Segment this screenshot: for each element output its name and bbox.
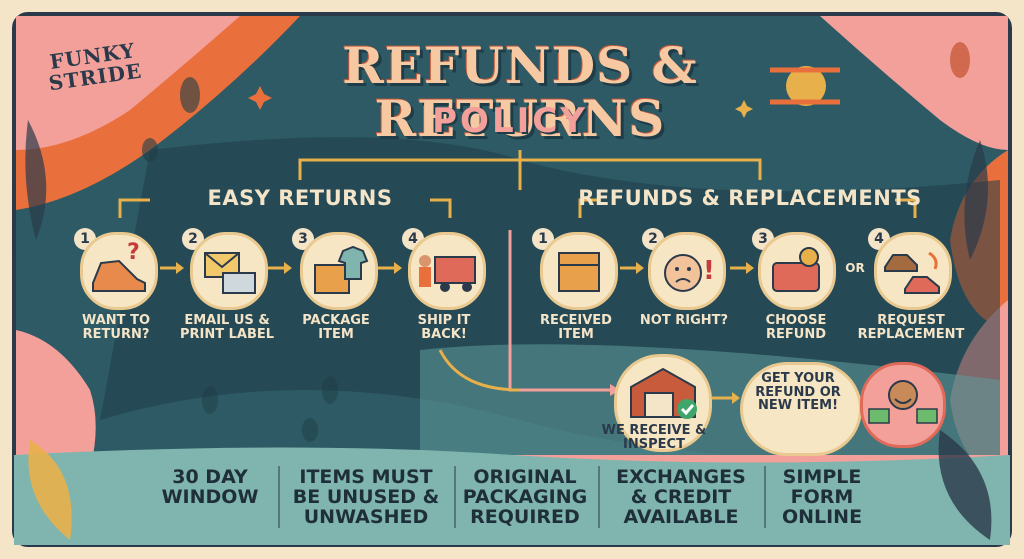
happy-person-money-icon [860, 362, 946, 448]
envelope-printer-icon [190, 232, 268, 310]
footer-item: 30 DAY WINDOW [161, 466, 259, 508]
sad-face-icon: ! [648, 232, 726, 310]
footer-item: EXCHANGES & CREDIT AVAILABLE [616, 466, 746, 528]
footer-item: SIMPLE FORM ONLINE [781, 466, 863, 528]
svg-text:?: ? [127, 240, 140, 265]
svg-text:!: ! [703, 256, 715, 286]
result-label: GET YOUR REFUND OR NEW ITEM! [755, 371, 841, 414]
step-label: CHOOSE REFUND [765, 313, 827, 342]
step-label: SHIP IT BACK! [417, 313, 471, 342]
warehouse-check-icon [614, 354, 712, 452]
sneaker-question-icon: ? [80, 232, 158, 310]
footer-divider [764, 466, 766, 528]
wallet-coin-icon [758, 232, 836, 310]
step-label: REQUEST REPLACEMENT [857, 313, 965, 342]
step-label: NOT RIGHT? [639, 313, 729, 328]
or-label: OR [845, 261, 865, 275]
page-subtitle: POLICY [432, 101, 588, 141]
inspect-label: WE RECEIVE & INSPECT [601, 423, 707, 452]
refunds-heading: REFUNDS & REPLACEMENTS [578, 186, 922, 210]
box-shirt-icon [300, 232, 378, 310]
footer-item: ITEMS MUST BE UNUSED & UNWASHED [292, 466, 440, 528]
footer-divider [278, 466, 280, 528]
shoe-swap-icon [874, 232, 952, 310]
footer-item: ORIGINAL PACKAGING REQUIRED [462, 466, 588, 528]
delivery-truck-icon [408, 232, 486, 310]
step-label: PACKAGE ITEM [302, 313, 370, 342]
box-icon [540, 232, 618, 310]
footer-divider [454, 466, 456, 528]
step-label: EMAIL US & PRINT LABEL [179, 313, 275, 342]
page-title: REFUNDS & RETURNS [342, 36, 698, 148]
footer-divider [598, 466, 600, 528]
easy-returns-heading: EASY RETURNS [207, 186, 393, 210]
step-label: RECEIVED ITEM [540, 313, 612, 342]
step-label: WANT TO RETURN? [81, 313, 150, 342]
